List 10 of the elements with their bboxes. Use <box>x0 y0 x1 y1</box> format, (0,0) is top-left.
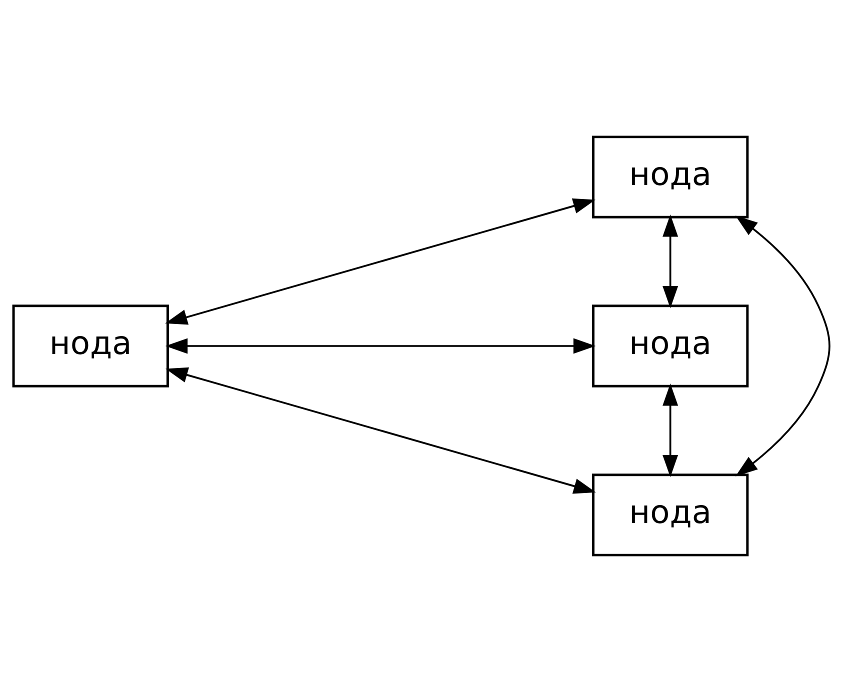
arrow <box>166 366 596 494</box>
node-box: нода <box>592 135 749 218</box>
arrow <box>662 214 678 308</box>
arrow <box>662 382 678 477</box>
arrow <box>735 215 830 476</box>
node-box: нода <box>12 304 169 387</box>
node-box: нода <box>592 473 749 556</box>
arrow <box>165 198 596 324</box>
node-box: нода <box>592 304 749 387</box>
arrow <box>165 338 596 354</box>
